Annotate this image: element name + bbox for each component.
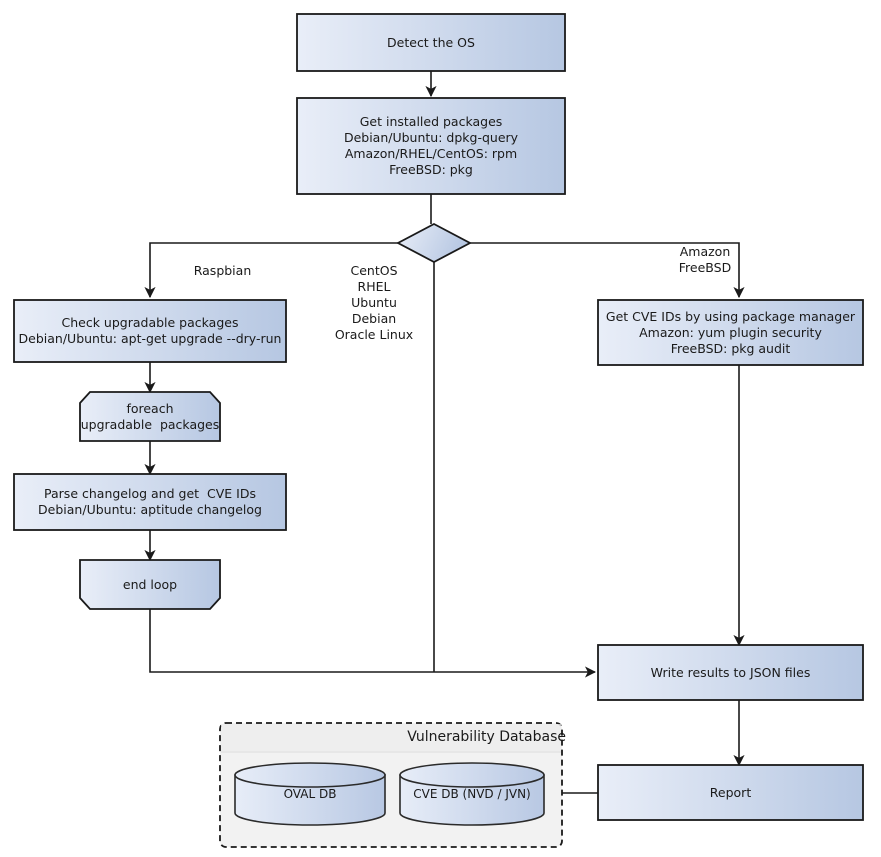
node-oval-db — [234, 762, 386, 826]
node-check-upgradable — [13, 299, 287, 363]
node-parse-changelog — [13, 473, 287, 531]
edge-decision-left — [144, 242, 398, 299]
node-cve-db — [399, 762, 545, 826]
edge-label-right-branch: Amazon FreeBSD — [678, 244, 732, 275]
node-end-loop — [79, 559, 221, 610]
edge-endloop-to-write — [149, 609, 597, 678]
node-detect-os — [296, 13, 566, 72]
node-write-results — [597, 644, 864, 701]
node-decision-diamond — [396, 222, 472, 264]
edge-decision-right — [470, 242, 745, 299]
node-report — [597, 764, 864, 821]
node-get-installed-packages — [296, 97, 566, 195]
node-foreach-loop — [79, 391, 221, 442]
edge-label-center-branch: CentOS RHEL Ubuntu Debian Oracle Linux — [334, 263, 414, 342]
vulnerability-database-group-title: Vulnerability Database — [407, 729, 566, 745]
edge-label-left-branch: Raspbian — [193, 263, 252, 278]
node-get-cve-ids — [597, 299, 864, 366]
